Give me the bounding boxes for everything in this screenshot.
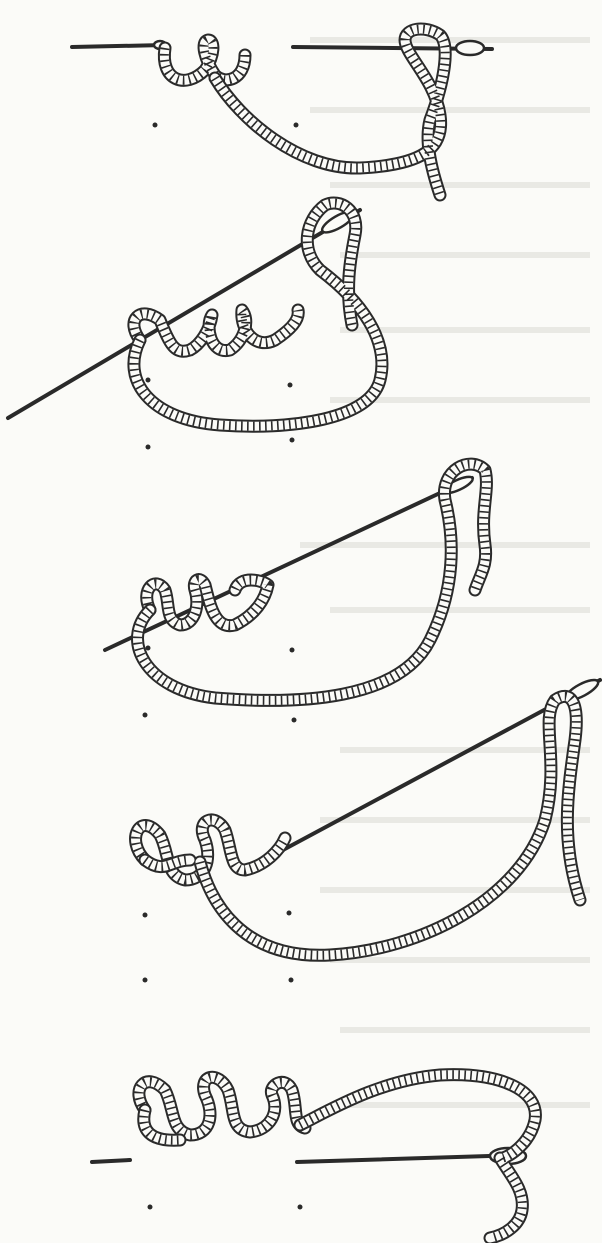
step-4 <box>136 676 601 982</box>
stitch-point <box>290 438 295 443</box>
stitch-point <box>287 911 292 916</box>
thread-icon <box>134 203 382 426</box>
step-1 <box>72 29 492 195</box>
stitch-point <box>298 1205 303 1210</box>
needle-icon <box>105 474 475 650</box>
step-5 <box>92 1075 535 1238</box>
stitch-point <box>146 646 151 651</box>
stitch-point <box>143 713 148 718</box>
needle-icon <box>92 1160 130 1162</box>
thread-icon <box>136 696 580 955</box>
stitch-point <box>153 123 158 128</box>
step-3 <box>105 464 486 722</box>
needle-icon <box>297 1148 526 1164</box>
stitch-point <box>146 445 151 450</box>
stitch-point <box>146 378 151 383</box>
stitch-point <box>289 978 294 983</box>
stitch-point <box>148 1205 153 1210</box>
thread-icon <box>138 464 487 700</box>
stitch-point <box>294 123 299 128</box>
stitch-point <box>143 978 148 983</box>
stitch-point <box>292 718 297 723</box>
stitch-point <box>288 383 293 388</box>
step-2 <box>8 203 382 449</box>
needle-icon <box>293 41 492 55</box>
stitch-point <box>143 913 148 918</box>
stitch-point <box>290 648 295 653</box>
needle-icon <box>72 41 166 49</box>
